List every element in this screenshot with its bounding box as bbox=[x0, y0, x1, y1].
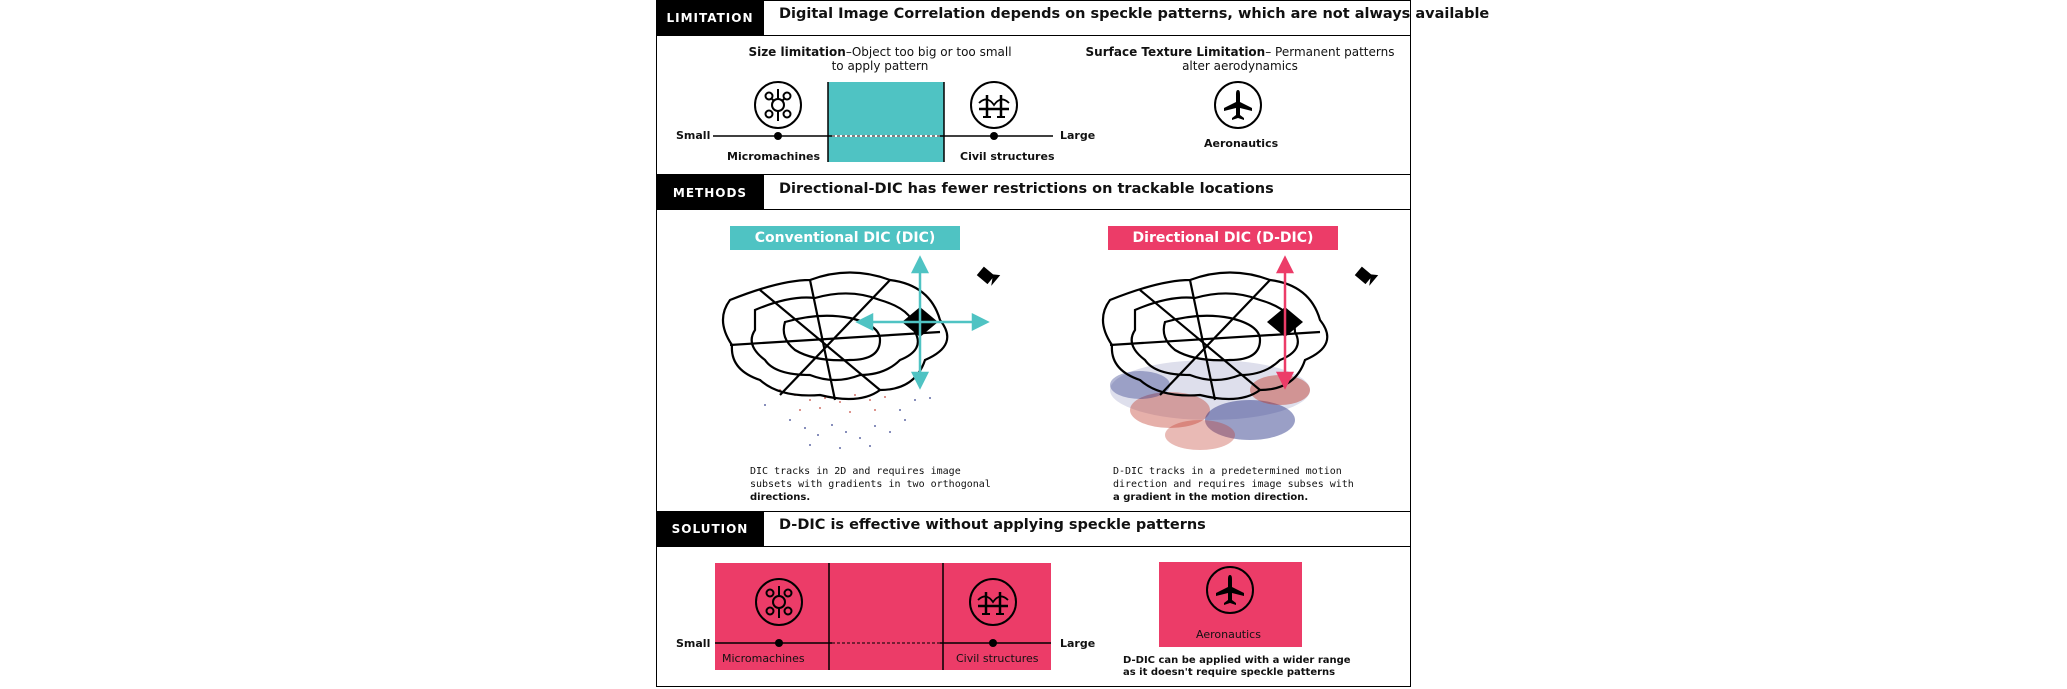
aeronautics-label: Aeronautics bbox=[1204, 137, 1279, 150]
2d-tracking-arrows bbox=[855, 255, 990, 390]
large-label: Large bbox=[1060, 129, 1096, 142]
figure-frame bbox=[656, 0, 1411, 687]
methods-headline: Directional-DIC has fewer restrictions o… bbox=[779, 181, 1274, 197]
displacement-field bbox=[1110, 360, 1310, 450]
divider bbox=[656, 546, 1411, 547]
unpatternable-range bbox=[828, 82, 944, 162]
camera-icon bbox=[1354, 266, 1379, 286]
surface-limitation-caption: Surface Texture Limitation– Permanent pa… bbox=[1085, 45, 1395, 73]
micromachines-label: Micromachines bbox=[722, 652, 805, 665]
methods-tag: METHODS bbox=[656, 175, 764, 210]
micromachine-icon bbox=[755, 578, 803, 626]
airplane-icon bbox=[1214, 81, 1262, 129]
size-limitation-caption: Size limitation–Object too big or too sm… bbox=[748, 45, 1012, 73]
divider bbox=[656, 174, 1411, 175]
divider bbox=[656, 209, 1411, 210]
limitation-headline: Digital Image Correlation depends on spe… bbox=[779, 6, 1490, 22]
small-label: Small bbox=[676, 129, 711, 142]
solution-tag: SOLUTION bbox=[656, 511, 764, 546]
civil-structures-label: Civil structures bbox=[960, 150, 1055, 163]
directional-dic-label: Directional DIC (D-DIC) bbox=[1108, 226, 1338, 250]
limitation-tag: LIMITATION bbox=[656, 0, 764, 35]
bridge-icon bbox=[970, 81, 1018, 129]
micromachines-label: Micromachines bbox=[727, 150, 821, 163]
displacement-dots bbox=[764, 389, 931, 449]
aeronautics-label: Aeronautics bbox=[1196, 628, 1261, 641]
bridge-icon bbox=[969, 578, 1017, 626]
civil-structures-label: Civil structures bbox=[956, 652, 1039, 665]
large-label: Large bbox=[1060, 637, 1096, 650]
camera-icon bbox=[976, 266, 1001, 286]
small-label: Small bbox=[676, 637, 711, 650]
micromachine-icon bbox=[754, 81, 802, 129]
conventional-dic-label: Conventional DIC (DIC) bbox=[730, 226, 960, 250]
divider bbox=[656, 35, 1411, 36]
airplane-icon bbox=[1206, 566, 1254, 614]
conventional-web-illustration bbox=[721, 255, 990, 449]
directional-web-illustration bbox=[1101, 255, 1329, 450]
divider bbox=[656, 511, 1411, 512]
solution-headline: D-DIC is effective without applying spec… bbox=[779, 517, 1206, 533]
1d-tracking-arrow bbox=[1275, 255, 1295, 390]
